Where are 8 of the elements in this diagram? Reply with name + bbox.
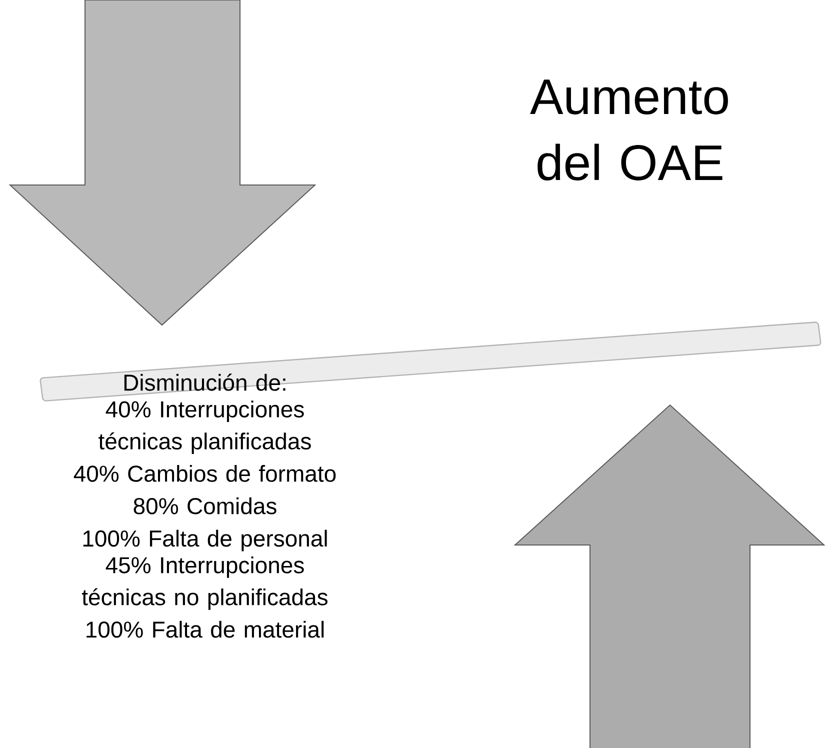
list-heading: Disminución de: [124, 374, 286, 391]
list-item: 40% Interrupciones técnicas planificadas [98, 400, 311, 454]
list-item: 45% Interrupciones técnicas no planificadas [82, 556, 328, 610]
heading: Aumento del OAE [530, 80, 728, 180]
list-item: 40% Cambios de formato [74, 465, 336, 482]
list-item: 100% Falta de personal [83, 530, 327, 552]
list-item: 80% Comidas [134, 497, 276, 514]
list-item: 100% Falta de material [86, 620, 324, 638]
